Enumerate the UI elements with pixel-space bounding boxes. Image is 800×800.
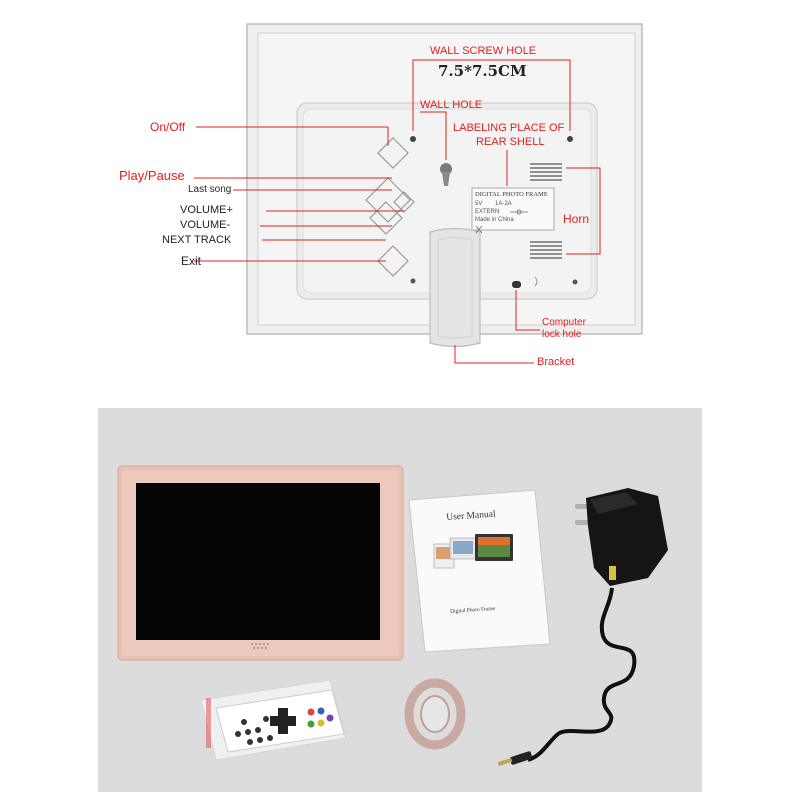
- horn-label: Horn: [563, 212, 590, 226]
- volume-up-label: VOLUME+: [180, 204, 233, 216]
- power-adapter: [497, 488, 668, 767]
- package-contents-photo: User Manual Digital Photo Frame: [98, 408, 702, 792]
- rear-view-drawing: [194, 23, 643, 364]
- wall-hole-label: WALL HOLE: [420, 99, 483, 111]
- wall-screw-hole-label: WALL SCREW HOLE: [430, 45, 537, 57]
- rear-label-title: DIGITAL PHOTO FRAME: [475, 191, 548, 198]
- screw-hole-right: [567, 136, 573, 142]
- next-track-label: NEXT TRACK: [162, 234, 232, 246]
- hole-size-label: 7.5*7.5CM: [438, 62, 527, 80]
- control-buttons: [365, 137, 415, 277]
- screw-hole-left: [410, 136, 416, 142]
- volume-down-label: VOLUME-: [180, 219, 231, 231]
- package-contents-drawing: [117, 465, 668, 767]
- labeling-place-label-1: LABELING PLACE OF: [453, 122, 565, 134]
- bracket-label: Bracket: [537, 356, 575, 368]
- callout-lines: [194, 59, 601, 364]
- screw-hole-bottom-left: [410, 278, 416, 284]
- rear-label-extern: EXTERN: [475, 209, 500, 215]
- last-song-label: Last song: [188, 184, 232, 195]
- remote-control: [200, 679, 347, 761]
- computer-lock-hole: [512, 281, 521, 288]
- rear-label-origin: Made in China: [475, 217, 514, 223]
- bracket-stand: [429, 227, 481, 348]
- rear-label-volt: 5V: [475, 201, 483, 207]
- labeling-place-label-2: REAR SHELL: [476, 136, 545, 148]
- rear-view-diagram: WALL SCREW HOLE 7.5*7.5CM WALL HOLE LABE…: [0, 0, 800, 390]
- exit-label: Exit: [181, 254, 202, 268]
- frame-screen: [136, 483, 380, 640]
- computer-lock-label-1: Computer: [542, 317, 586, 328]
- computer-lock-label-2: lock hole: [542, 329, 582, 340]
- polarity-symbol: [510, 209, 528, 215]
- rear-label-amp: 1A-2A: [495, 201, 512, 207]
- accessory-coil: [404, 678, 466, 750]
- horn-grilles: [530, 163, 562, 259]
- bin-symbol-icon: [475, 225, 483, 234]
- user-manual: [408, 489, 551, 653]
- on-off-label: On/Off: [150, 120, 186, 134]
- play-pause-label: Play/Pause: [119, 168, 185, 183]
- screw-hole-bottom-right: [572, 279, 578, 285]
- rear-label-sticker: [471, 187, 555, 231]
- front-speaker: [251, 643, 269, 649]
